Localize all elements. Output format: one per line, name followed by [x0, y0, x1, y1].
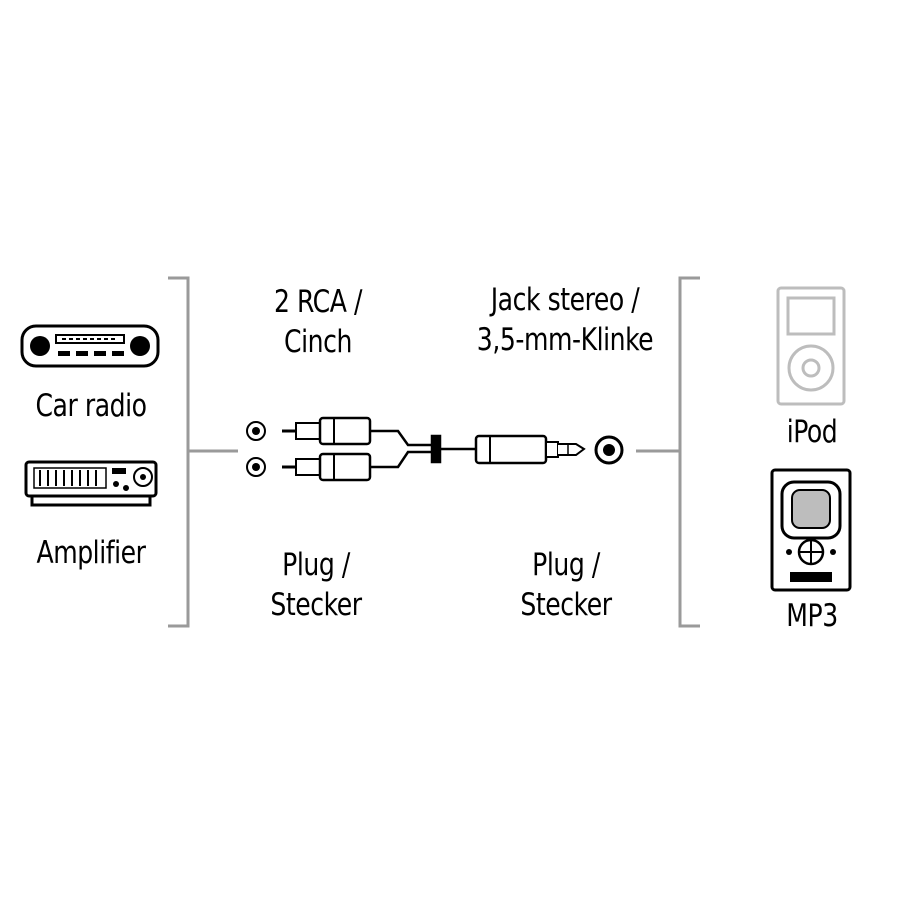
mp3-player-icon: [770, 468, 852, 592]
jack-end-line2: 3,5-mm-Klinke: [476, 322, 654, 358]
jack-plug-icon: [474, 434, 586, 465]
amplifier-icon: [24, 460, 158, 507]
ipod-label: iPod: [786, 414, 838, 450]
rca-socket-bottom-icon: [246, 457, 266, 477]
rca-end-line1: 2 RCA /: [274, 284, 362, 320]
jack-socket-icon: [594, 435, 624, 465]
amplifier-label: Amplifier: [36, 535, 146, 571]
plug-right-label: Plug / Stecker: [486, 545, 646, 625]
right-bracket: [678, 276, 700, 628]
cable: [370, 429, 478, 469]
ipod-icon: [776, 286, 846, 406]
plug-right-line1: Plug /: [532, 547, 600, 583]
jack-end-label: Jack stereo / 3,5-mm-Klinke: [460, 280, 670, 360]
car-radio-icon: [20, 324, 160, 368]
rca-socket-top-icon: [246, 421, 266, 441]
plug-left-line2: Stecker: [270, 587, 362, 623]
plug-left-label: Plug / Stecker: [236, 545, 396, 625]
mp3-label: MP3: [786, 598, 838, 634]
plug-left-line1: Plug /: [282, 547, 350, 583]
plug-right-line2: Stecker: [520, 587, 612, 623]
left-bracket: [168, 276, 190, 628]
car-radio-label: Car radio: [35, 388, 147, 424]
rca-end-label: 2 RCA / Cinch: [238, 282, 398, 362]
rca-plug-bottom-icon: [282, 452, 372, 482]
rca-end-line2: Cinch: [284, 324, 352, 360]
jack-end-line1: Jack stereo /: [490, 282, 640, 318]
rca-plug-top-icon: [282, 416, 372, 446]
